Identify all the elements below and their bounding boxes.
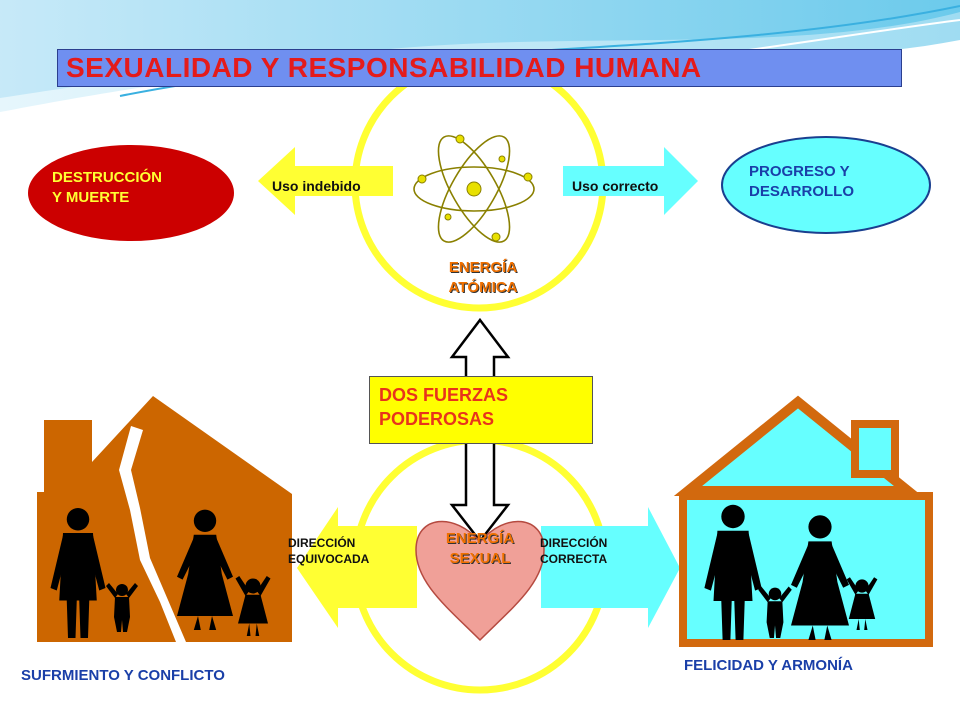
destruction-label-line1: DESTRUCCIÓN <box>52 169 163 186</box>
wrong-direction-label: DIRECCIÓN EQUIVOCADA <box>288 535 369 567</box>
two-forces-line2: PODEROSAS <box>379 409 495 430</box>
heart-icon <box>415 520 545 642</box>
progress-ellipse <box>721 136 931 234</box>
progress-label-line1: PROGRESO Y <box>749 163 850 180</box>
right-direction-arrow <box>541 507 680 628</box>
broken-house <box>37 396 292 642</box>
sexual-energy-line2: SEXUAL <box>449 549 511 567</box>
destruction-label: DESTRUCCIÓN Y MUERTE <box>52 168 162 207</box>
destruction-label-line2: Y MUERTE <box>52 188 130 206</box>
two-forces-box: DOS FUERZAS PODEROSAS <box>369 376 593 444</box>
right-direction-line2: CORRECTA <box>540 552 608 567</box>
right-direction-label: DIRECCIÓN CORRECTA <box>540 535 607 567</box>
correct-use-label: Uso correcto <box>572 178 659 194</box>
wrong-direction-line2: EQUIVOCADA <box>288 552 370 567</box>
title-banner: SEXUALIDAD Y RESPONSABILIDAD HUMANA <box>57 49 902 87</box>
atom-icon <box>413 134 535 243</box>
sexual-energy-label: ENERGÍA SEXUAL <box>428 529 532 568</box>
page-title: SEXUALIDAD Y RESPONSABILIDAD HUMANA <box>66 52 702 83</box>
atomic-energy-label: ENERGÍA ATÓMICA <box>434 258 532 297</box>
misuse-label: Uso indebido <box>272 178 361 194</box>
happy-house <box>673 395 933 647</box>
atomic-energy-line1: ENERGÍA <box>448 259 518 276</box>
right-direction-line1: DIRECCIÓN <box>540 536 608 550</box>
progress-label-line2: DESARROLLO <box>749 182 854 200</box>
suffering-label: SUFRMIENTO Y CONFLICTO <box>21 667 225 684</box>
two-forces-line1: DOS FUERZAS <box>379 385 509 405</box>
two-forces-label: DOS FUERZAS PODEROSAS <box>379 383 508 432</box>
atomic-energy-line2: ATÓMICA <box>448 278 518 296</box>
correct-use-arrow <box>563 147 698 215</box>
progress-label: PROGRESO Y DESARROLLO <box>749 162 854 201</box>
crack-icon <box>119 426 186 642</box>
destruction-ellipse <box>28 145 234 241</box>
wrong-direction-arrow <box>297 507 417 628</box>
misuse-arrow <box>258 147 393 215</box>
wrong-direction-line1: DIRECCIÓN <box>288 536 356 550</box>
happiness-label: FELICIDAD Y ARMONÍA <box>684 657 853 674</box>
sexual-energy-line1: ENERGÍA <box>445 530 515 547</box>
